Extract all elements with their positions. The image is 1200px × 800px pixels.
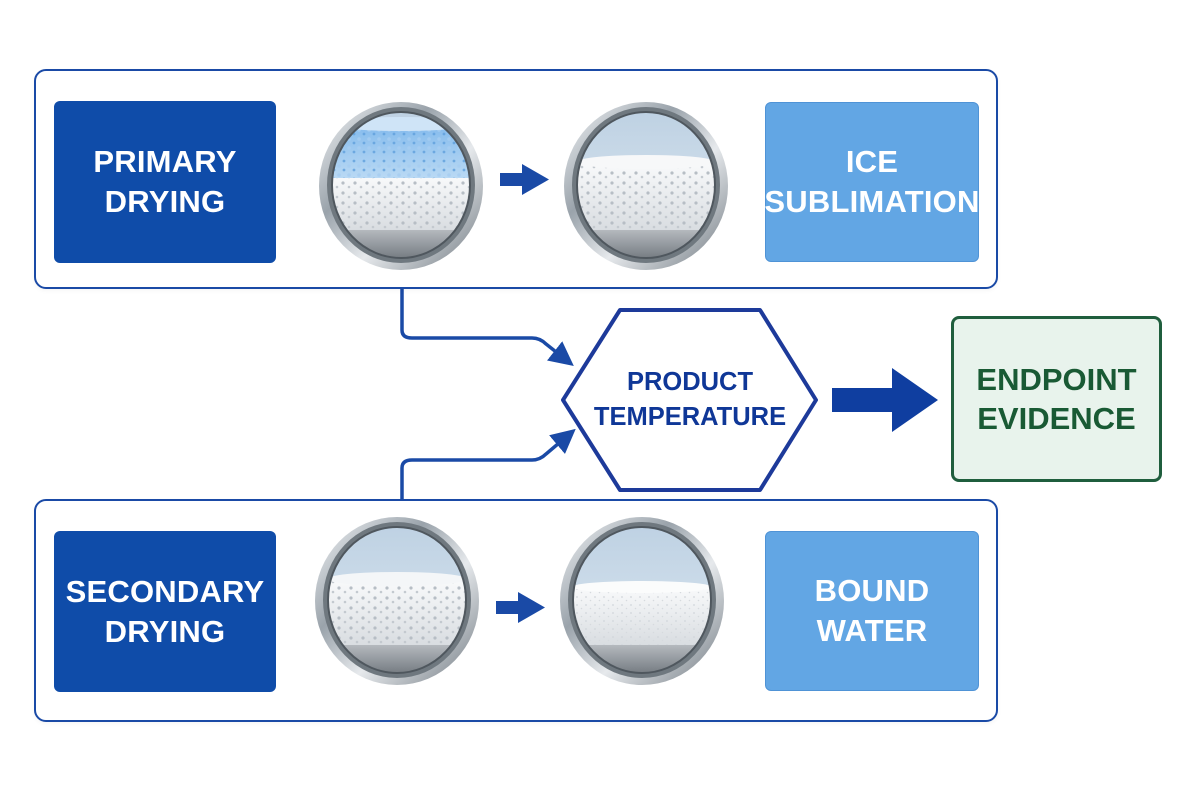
arrow-right-icon bbox=[832, 368, 938, 432]
product-temperature-hexagon bbox=[561, 308, 818, 492]
primary-drying-label-line-1: PRIMARY bbox=[93, 144, 237, 180]
bound-water-box: BOUND WATER bbox=[765, 531, 979, 691]
vial-cross-section-icon bbox=[319, 102, 483, 270]
vial-cross-section-icon bbox=[564, 102, 728, 270]
bound-water-label-line-2: WATER bbox=[816, 613, 928, 648]
secondary-drying-box: SECONDARY DRYING bbox=[54, 531, 276, 692]
vial-cross-section-icon bbox=[315, 517, 479, 685]
endpoint-evidence-line-1: ENDPOINT bbox=[976, 361, 1137, 397]
bound-water-label-line-1: BOUND bbox=[814, 573, 930, 609]
product-temperature-line-1: PRODUCT bbox=[626, 368, 754, 397]
connector-secondary-to-temperature bbox=[400, 428, 576, 499]
endpoint-evidence-line-2: EVIDENCE bbox=[977, 401, 1136, 436]
vial-cross-section-icon bbox=[560, 517, 724, 685]
connector-primary-to-temperature bbox=[400, 289, 574, 367]
primary-drying-label-line-2: DRYING bbox=[104, 184, 226, 219]
ice-sublimation-box: ICE SUBLIMATION bbox=[764, 102, 980, 262]
product-temperature-label: PRODUCT TEMPERATURE bbox=[565, 360, 815, 440]
ice-sublimation-label-line-1: ICE bbox=[845, 144, 899, 180]
secondary-drying-label-line-1: SECONDARY bbox=[65, 573, 265, 609]
product-temperature-line-2: TEMPERATURE bbox=[593, 403, 787, 431]
endpoint-evidence-box: ENDPOINT EVIDENCE bbox=[951, 316, 1162, 482]
primary-drying-box: PRIMARY DRYING bbox=[54, 101, 276, 263]
secondary-drying-label-line-2: DRYING bbox=[104, 613, 226, 649]
ice-sublimation-label-line-2: SUBLIMATION bbox=[764, 184, 980, 219]
